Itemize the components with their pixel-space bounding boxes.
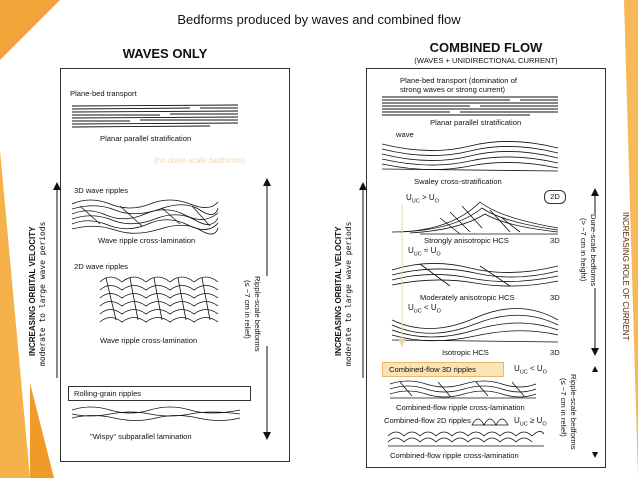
- combined-3d-1: 3D: [550, 236, 560, 245]
- combined-dune-scale-label: Dune-scale bedforms: [589, 214, 598, 287]
- combined-strong-hcs-figure: [391, 201, 559, 235]
- combined-isotropic-hcs-label: Isotropic HCS: [442, 348, 489, 357]
- combined-axis-velocity: INCREASING ORBITAL VELOCITY: [334, 226, 343, 357]
- slide-title: Bedforms produced by waves and combined …: [177, 12, 461, 27]
- combined-2d-ripple-figure: [387, 431, 545, 447]
- waves-3d-ripple-figure: [71, 199, 219, 235]
- combined-2d-ripples-label: Combined-flow 2D ripples: [384, 416, 471, 425]
- combined-3d-2: 3D: [550, 293, 560, 302]
- corner-decoration-left: [0, 150, 30, 478]
- waves-rolling-grain-box: Rolling-grain ripples: [68, 386, 251, 401]
- combined-moderate-hcs-figure: [391, 263, 559, 287]
- waves-3d-ripples-label: 3D wave ripples: [74, 186, 129, 195]
- combined-3d-ripples-box: Combined-flow 3D ripples: [382, 362, 504, 377]
- combined-planar-figure: [382, 96, 558, 116]
- waves-heading: WAVES ONLY: [122, 46, 208, 61]
- combined-eq4: UUC < UO: [514, 364, 547, 376]
- combined-heading: COMBINED FLOW: [429, 40, 543, 55]
- combined-strong-hcs-label: Strongly anisotropic HCS: [424, 236, 509, 245]
- combined-dune-scale-sub: (> ~7 cm in height): [579, 218, 588, 282]
- waves-planar-label: Planar parallel stratification: [100, 134, 192, 143]
- combined-swaley-label: Swaley cross-stratification: [414, 177, 502, 186]
- combined-plane-bed-2: strong waves or strong current): [400, 85, 506, 94]
- combined-axis-periods: moderate to large wave periods: [344, 221, 353, 367]
- combined-badge-2d: 2D: [544, 190, 566, 204]
- combined-subheading: (WAVES + UNIDIRECTIONAL CURRENT): [414, 56, 558, 65]
- waves-ripple-scale-label: Ripple-scale bedforms: [253, 276, 262, 352]
- combined-velocity-arrow: [359, 182, 367, 378]
- combined-eq2: UUC ≈ UO: [408, 246, 441, 258]
- waves-2d-ripples-label: 2D wave ripples: [74, 262, 129, 271]
- waves-cross-lam-2: Wave ripple cross-lamination: [100, 336, 198, 345]
- waves-ripple-scale-sub: (≤ ~7 cm in relief): [243, 280, 252, 339]
- combined-ripple-scale-label: Ripple-scale bedforms: [569, 374, 578, 450]
- combined-2d-ripple-icon: [471, 418, 509, 426]
- combined-isotropic-hcs-figure: [391, 308, 559, 343]
- waves-planar-strat-figure: [71, 104, 239, 128]
- waves-plane-bed-label: Plane-bed transport: [70, 89, 137, 98]
- waves-wispy-figure: [71, 406, 241, 421]
- combined-panel: [366, 68, 606, 468]
- waves-cross-lam-1: Wave ripple cross-lamination: [98, 236, 196, 245]
- combined-eq3: UUC < UO: [408, 303, 441, 315]
- waves-axis-periods: moderate to large wave periods: [38, 221, 47, 367]
- combined-ripple-scale-sub: (≤ ~7 cm in relief): [559, 378, 568, 437]
- combined-current-role: INCREASING ROLE OF CURRENT: [621, 212, 630, 341]
- combined-eq1: UUC > UO: [406, 193, 439, 205]
- combined-3d-3: 3D: [550, 348, 560, 357]
- combined-eq5: UUC ≥ UO: [514, 416, 547, 428]
- combined-wave-label: wave: [396, 130, 414, 139]
- combined-3d-ripple-figure: [389, 380, 537, 399]
- waves-velocity-arrow: [53, 182, 61, 378]
- combined-cross-lam-1: Combined-flow ripple cross-lamination: [396, 403, 525, 412]
- combined-swaley-figure: [381, 141, 559, 172]
- waves-2d-ripple-figure: [99, 276, 219, 323]
- combined-3d-ripples-label: Combined-flow 3D ripples: [389, 365, 476, 374]
- combined-plane-bed-1: Plane-bed transport (domination of: [400, 76, 517, 85]
- combined-faint-arrow: [399, 204, 405, 348]
- waves-axis-velocity: INCREASING ORBITAL VELOCITY: [28, 226, 37, 357]
- edge-decoration-right: [624, 0, 638, 478]
- corner-decoration-top: [0, 0, 60, 60]
- waves-no-dune-label: (no dune-scale bedforms): [154, 156, 246, 165]
- combined-cross-lam-2: Combined-flow ripple cross-lamination: [390, 451, 519, 460]
- combined-moderate-hcs-label: Moderately anisotropic HCS: [420, 293, 515, 302]
- waves-wispy-label: "Wispy" subparallel lamination: [90, 432, 192, 441]
- corner-decoration-bottom: [30, 383, 54, 478]
- combined-planar-label: Planar parallel stratification: [430, 118, 522, 127]
- waves-rolling-grain-label: Rolling-grain ripples: [74, 389, 142, 398]
